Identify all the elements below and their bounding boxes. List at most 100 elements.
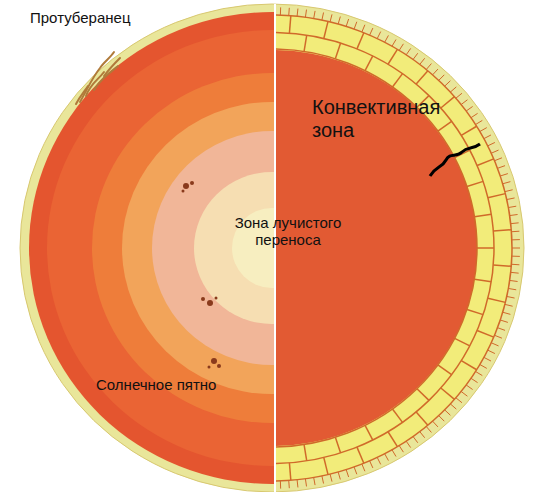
rim-tick [362,25,365,32]
rim-tick [354,467,357,474]
rim-tick [510,214,518,215]
cell-wall [455,338,470,345]
rim-tick [280,7,281,15]
cell-wall [289,463,290,480]
rim-tick [456,93,462,98]
cell-wall [461,126,476,135]
cell-wall [474,214,491,217]
rim-tick [488,350,495,353]
rim-tick [491,150,498,153]
cell-wall [416,71,428,84]
rim-tick [488,142,495,145]
cell-wall [392,409,402,422]
rim-tick [354,22,357,29]
rim-tick [297,480,299,488]
rim-tick [288,8,290,16]
convection-cells [276,15,512,481]
rim-tick [511,264,519,266]
rim-tick [439,416,445,422]
cell-wall [477,159,494,166]
rim-tick [377,32,381,39]
rim-tick [288,480,290,488]
rim-tick [512,239,520,240]
cell-wall [467,310,483,315]
rim-tick [338,17,340,24]
rim-tick [471,113,478,117]
sunspots [182,181,222,369]
rim-tick [491,343,498,346]
cell-ring [276,49,477,447]
cell-wall [392,74,402,87]
rim-tick [461,391,467,396]
cell-wall [388,432,397,447]
rim-tick [385,454,389,461]
rim-tick [413,437,418,443]
rim-tick [399,44,403,51]
rim-tick [362,464,365,471]
rim-tick [511,222,519,224]
rim-tick [471,378,478,382]
rim-tick [330,474,332,482]
rim-tick [450,404,456,409]
cell-wall [493,230,511,231]
cell-wall [324,458,328,475]
cell-wall [324,21,328,38]
rim-tick [505,190,513,192]
zone-label: Протуберанец [30,9,190,26]
cell-wall [335,437,340,453]
rim-tick [466,385,472,390]
rim-tick [445,410,451,415]
rim-tick [338,472,340,479]
rim-tick [510,280,518,281]
rim-tick [346,470,348,477]
cell-wall [438,365,452,375]
rim-tick [495,158,502,161]
cell-wall [438,121,452,131]
cell-wall [357,33,364,49]
rim-tick [392,450,396,457]
rim-tick [480,365,487,369]
rim-tick [461,100,467,105]
rim-tick [433,69,438,75]
zone-label: Солнечное пятно [96,376,276,393]
rim-tick [399,446,403,453]
rim-tick [480,128,487,132]
rim-tick [413,53,418,59]
rim-tick [500,174,508,176]
cell-wall [474,279,491,282]
rim-tick [507,198,515,200]
cell-ring [276,32,494,463]
convective-leader [430,144,480,176]
cell-wall [304,445,307,461]
rim-tick [508,288,516,289]
rim-tick [392,39,396,46]
cell-wall [388,49,397,64]
cell-wall [417,389,429,401]
rim-tick [508,206,516,207]
cell-wall [289,16,290,33]
cell-wall [335,43,340,59]
rim-tick [511,272,519,274]
rim-tick [385,35,389,42]
rim-tick [305,479,306,487]
rim-tick [445,81,451,86]
rim-tick [450,87,456,92]
rim-tick [505,304,513,306]
sun-rim [20,4,524,492]
rim-tick [330,14,332,22]
rim-tick [406,48,410,54]
cell-wall [441,97,455,108]
rim-tick [476,371,483,375]
rim-tick [314,11,315,19]
rim-tick [495,335,502,338]
rim-tick [322,476,324,484]
rim-tick [503,312,511,314]
rim-tick [498,328,506,331]
rim-tick [511,231,519,233]
rim-tick [297,9,299,17]
rim-tick [456,398,462,403]
rim-tick [484,357,491,361]
rim-tick [476,120,483,124]
rim-tick [406,441,410,447]
cell-wall [488,298,506,302]
